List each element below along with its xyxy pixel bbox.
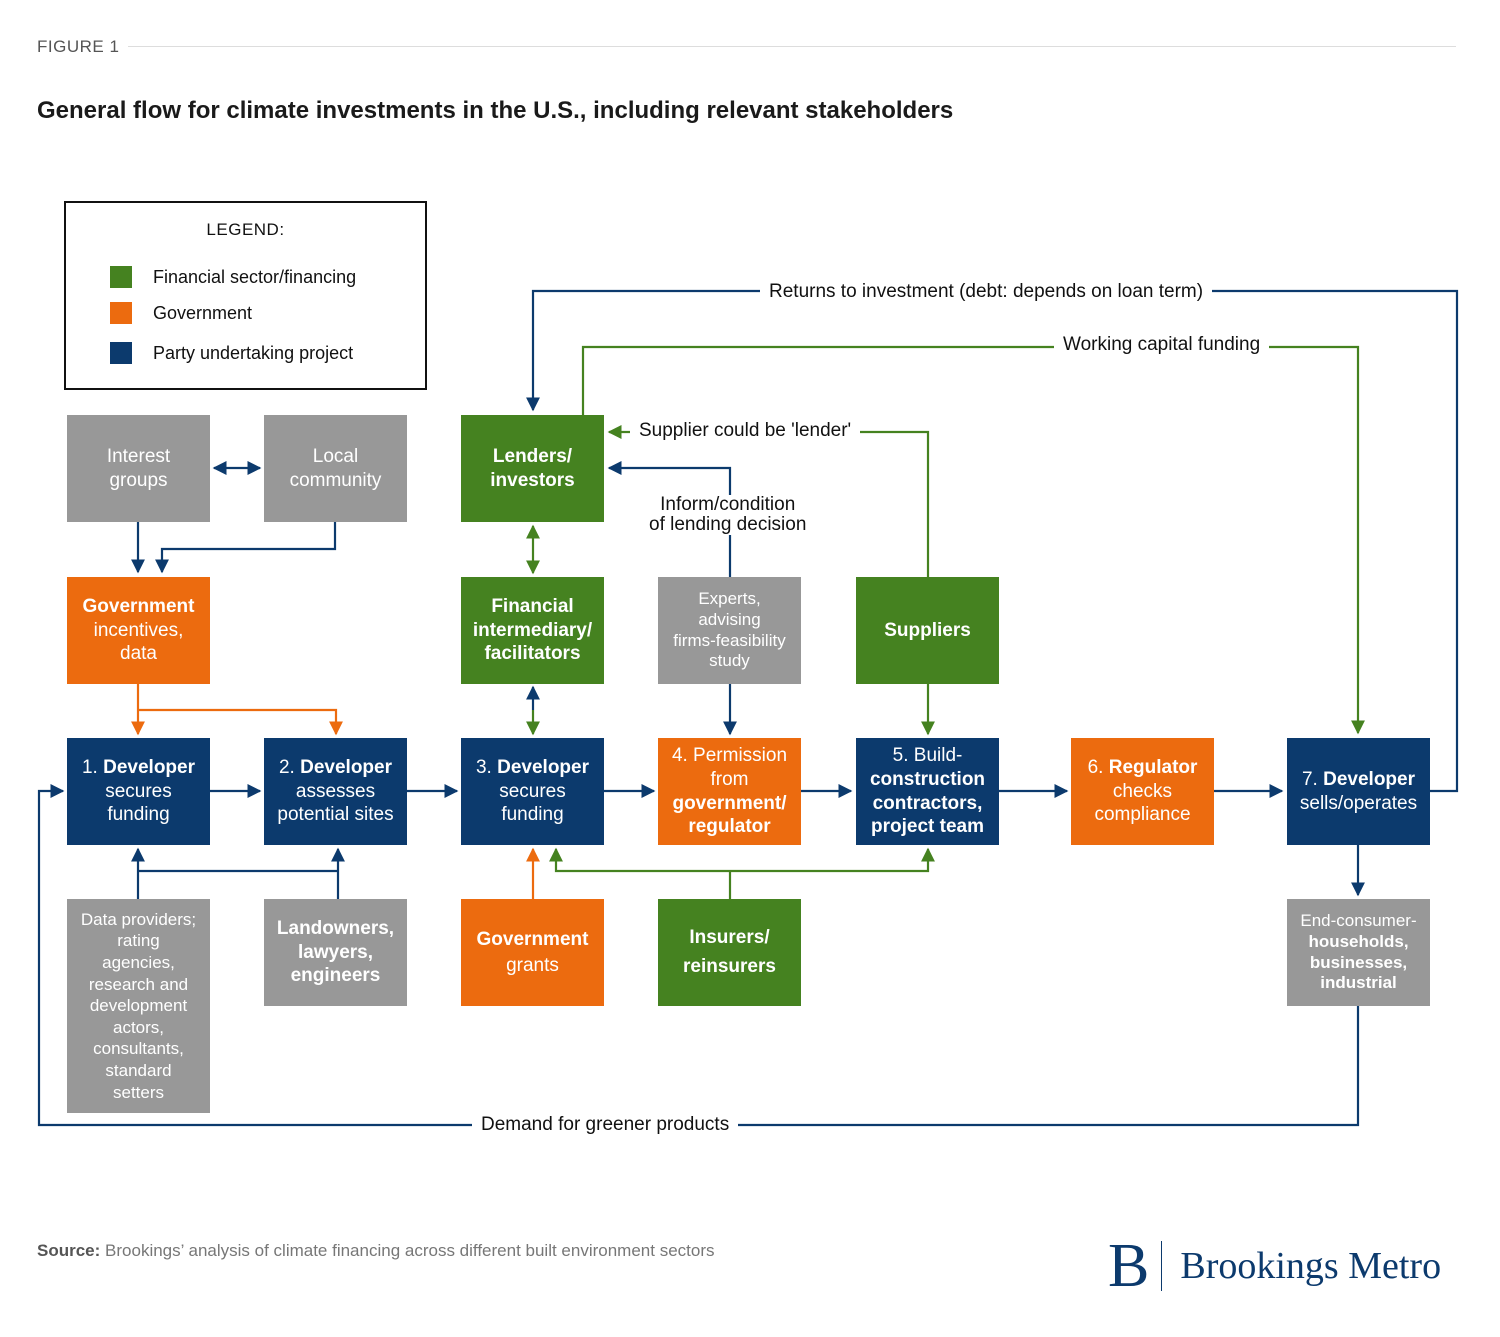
page-title: General flow for climate investments in … <box>37 97 954 124</box>
legend-swatch-green <box>110 266 132 288</box>
legend-label: Party undertaking project <box>153 342 354 363</box>
logo-divider <box>1161 1241 1163 1291</box>
brookings-metro-logo: B Brookings Metro <box>1108 1232 1442 1300</box>
legend-label: Financial sector/financing <box>153 266 357 287</box>
node-insurers: Insurers/reinsurers <box>658 899 801 1006</box>
legend: LEGEND: Financial sector/financing Gover… <box>64 201 427 390</box>
legend-item-financial: Financial sector/financing <box>110 265 356 289</box>
incentives-step2-arrow <box>138 708 343 736</box>
source-note: Source: Brookings’ analysis of climate f… <box>37 1241 715 1260</box>
inform-arrow <box>607 461 732 577</box>
demand-arrow <box>37 784 1360 1127</box>
insurers-step5-arrow <box>730 847 935 873</box>
node-landowners: Landowners,lawyers,engineers <box>264 899 407 1006</box>
legend-label: Government <box>153 302 253 323</box>
legend-title: LEGEND: <box>206 220 285 239</box>
returns-arrow <box>526 289 1459 793</box>
node-data-providers: Data providers; rating agencies, researc… <box>67 899 210 1113</box>
local-gov-arrow <box>155 522 337 574</box>
node-suppliers: Suppliers <box>856 577 999 684</box>
legend-item-party: Party undertaking project <box>110 341 353 365</box>
insurers-step3-arrow <box>549 847 730 873</box>
legend-swatch-orange <box>110 302 132 324</box>
label-returns: Returns to investment (debt: depends on … <box>760 281 1213 303</box>
logo-text: Brookings Metro <box>1180 1245 1442 1287</box>
legend-item-government: Government <box>110 301 252 325</box>
working-capital-arrow <box>581 345 1365 735</box>
label-demand: Demand for greener products <box>472 1114 739 1136</box>
node-end-consumer: End-consumer-households,businesses,indus… <box>1287 899 1430 1006</box>
legend-swatch-navy <box>110 342 132 364</box>
logo-mark: B <box>1108 1232 1150 1300</box>
header-rule <box>128 46 1456 47</box>
label-working-capital: Working capital funding <box>1054 334 1270 356</box>
node-lenders-investors: Lenders/investors <box>461 415 604 522</box>
label-supplier-lender: Supplier could be 'lender' <box>630 420 861 442</box>
figure-label: FIGURE 1 <box>37 37 120 56</box>
